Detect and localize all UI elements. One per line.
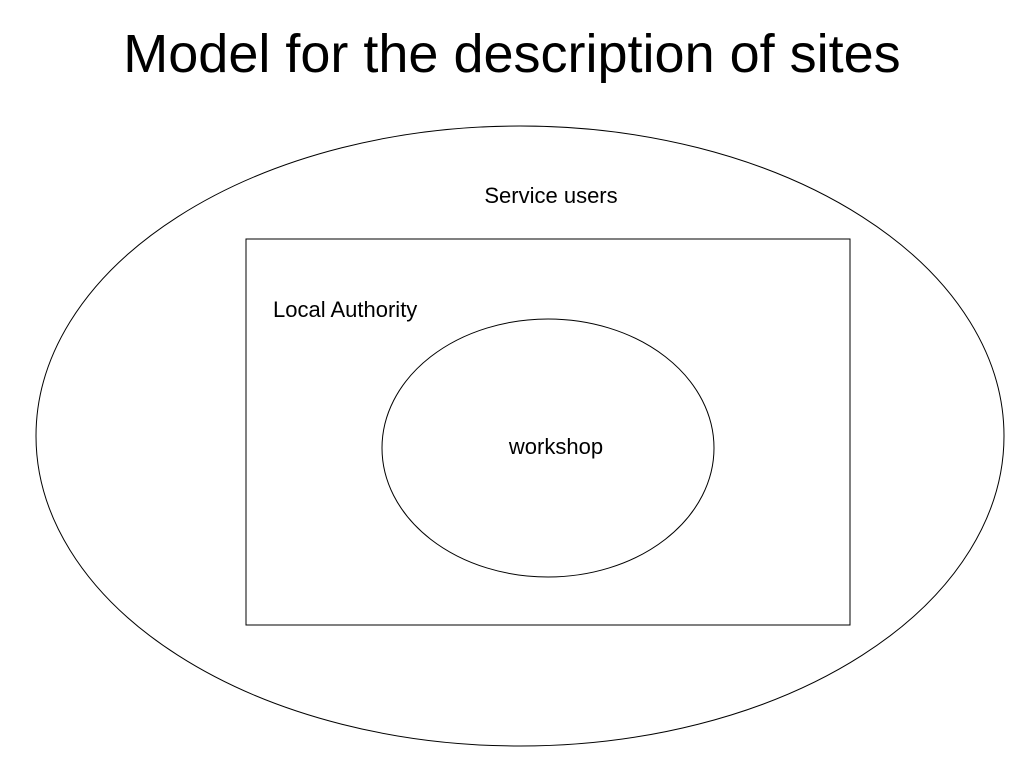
service-users-ellipse [35, 125, 1005, 747]
local-authority-label: Local Authority [273, 297, 417, 322]
local-authority-rectangle [245, 238, 851, 626]
service-users-label: Service users [484, 183, 617, 208]
workshop-label: workshop [508, 434, 603, 459]
workshop-ellipse [381, 318, 715, 578]
slide-title: Model for the description of sites [123, 24, 901, 84]
